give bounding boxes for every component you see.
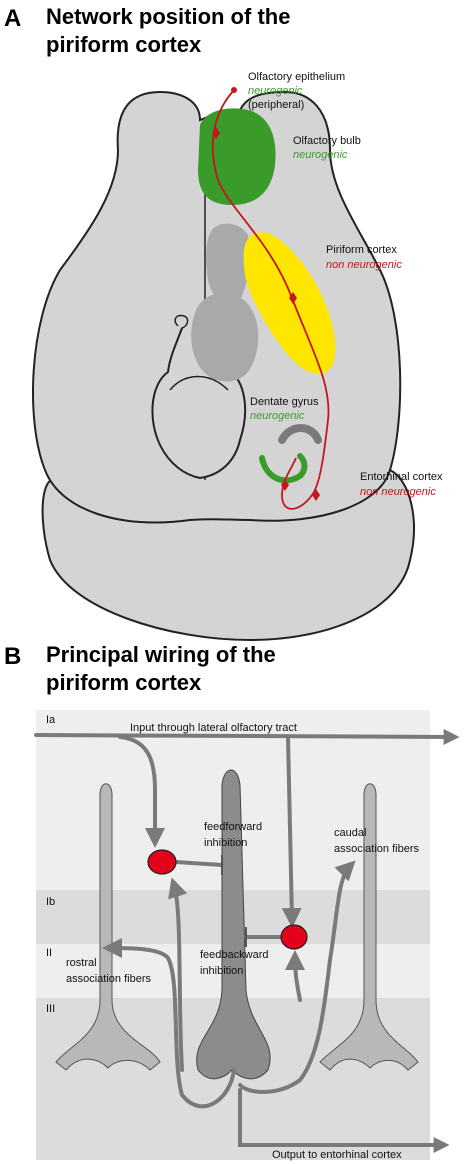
caudal-association-fiber — [238, 860, 356, 1094]
pathway-node-bulb — [212, 127, 220, 139]
rostral-label-line2: association fibers — [66, 973, 151, 985]
recurrent-to-feedback-interneuron — [285, 950, 306, 1002]
gray-structure-upper — [206, 223, 250, 304]
recurrent-to-interneuron — [168, 877, 188, 1072]
status-entorhinal-cortex: non neurogenic — [360, 486, 436, 498]
feedforward-interneuron — [147, 849, 177, 875]
caudal-label-line2: association fibers — [334, 843, 419, 855]
feedback-label-line1: feedbackward — [200, 949, 269, 961]
rostral-label-line1: rostral — [66, 957, 97, 969]
pyramidal-neuron-right — [319, 783, 419, 1071]
label-entorhinal-cortex: Entorhinal cortex — [360, 471, 443, 483]
feedback-interneuron — [280, 924, 308, 950]
feedforward-label-line1: feedforward — [204, 821, 262, 833]
lot-branch-feedforward — [118, 735, 165, 848]
input-label: Input through lateral olfactory tract — [130, 722, 297, 734]
note-olfactory-epithelium: (peripheral) — [248, 99, 304, 111]
feedforward-label-line2: inhibition — [204, 837, 247, 849]
panel-a-title-line2: piriform cortex — [46, 32, 202, 57]
gray-structure-lower — [191, 292, 259, 382]
layer-ib-label: Ib — [46, 896, 55, 908]
label-olfactory-bulb: Olfactory bulb — [293, 135, 361, 147]
label-olfactory-epithelium: Olfactory epithelium — [248, 71, 345, 83]
label-dentate-gyrus: Dentate gyrus — [250, 396, 319, 408]
label-piriform-cortex: Piriform cortex — [326, 244, 397, 256]
brain-outline — [32, 90, 415, 642]
pathway-node-piriform — [289, 292, 297, 304]
pathway-node-dentate — [281, 479, 289, 491]
pathway-node-epithelium — [231, 87, 237, 93]
layer-ia-label: Ia — [46, 714, 56, 726]
dentate-gyrus-shape — [259, 453, 308, 484]
feedforward-inhibition-path — [174, 860, 224, 867]
panel-a: A Network position of the piriform corte… — [4, 4, 443, 642]
layer-ii-label: II — [46, 947, 52, 959]
pyramidal-neuron-center — [196, 769, 271, 1080]
panel-a-letter: A — [4, 5, 21, 32]
status-olfactory-epithelium: neurogenic — [248, 85, 303, 97]
lot-branch-feedback — [281, 735, 302, 928]
olfactory-bulb-shape — [198, 108, 276, 205]
panel-b-title-line1: Principal wiring of the — [46, 642, 276, 667]
fiber-pathways — [34, 728, 460, 1153]
caudal-label-line1: caudal — [334, 827, 366, 839]
output-to-entorhinal — [238, 1088, 450, 1153]
panel-b: B Principal wiring of the piriform corte… — [4, 642, 460, 1161]
olfactory-pathway — [211, 87, 330, 510]
output-label: Output to entorhinal cortex — [272, 1149, 402, 1161]
pathway-node-entorhinal — [312, 489, 320, 501]
layer-iii-label: III — [46, 1003, 55, 1015]
panel-b-title-line2: piriform cortex — [46, 670, 202, 695]
rostral-association-fiber — [102, 938, 236, 1109]
status-olfactory-bulb: neurogenic — [293, 149, 348, 161]
status-piriform-cortex: non neurogenic — [326, 259, 402, 271]
pyramidal-neuron-left — [55, 783, 161, 1071]
lateral-olfactory-tract — [34, 728, 460, 745]
panel-a-title-line1: Network position of the — [46, 4, 290, 29]
feedback-label-line2: inhibition — [200, 965, 243, 977]
piriform-cortex-shape — [243, 232, 336, 374]
hippocampus-arc — [278, 424, 322, 444]
panel-b-letter: B — [4, 643, 21, 670]
status-dentate-gyrus: neurogenic — [250, 410, 305, 422]
